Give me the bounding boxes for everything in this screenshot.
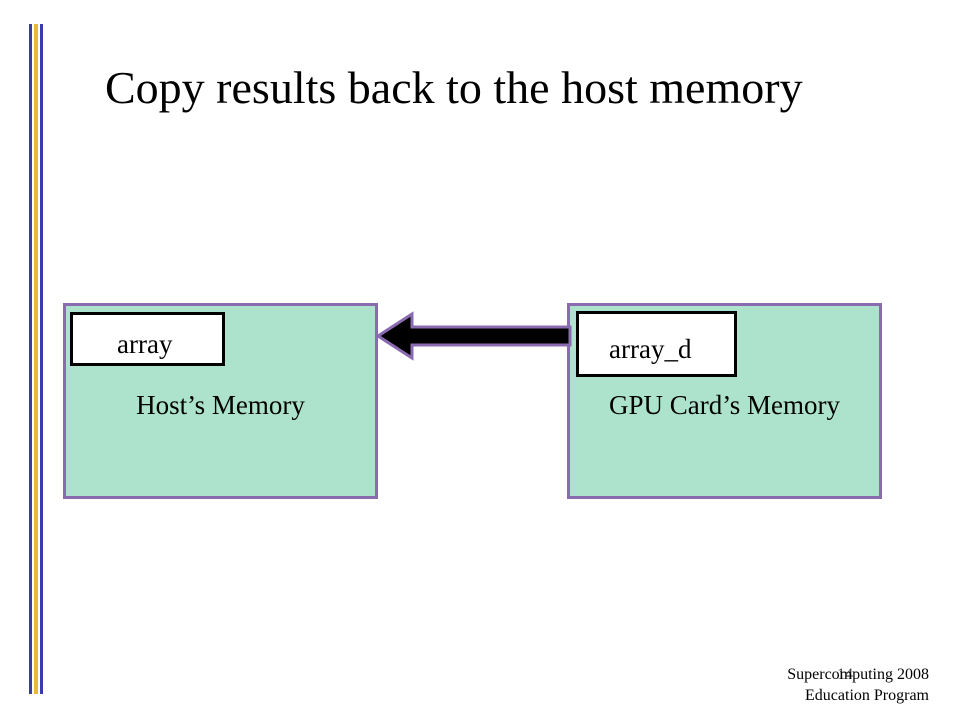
page-number: 14 <box>837 666 853 683</box>
slide-title: Copy results back to the host memory <box>105 62 803 113</box>
footer-line-program: Education Program <box>805 687 929 704</box>
host-array-variable: array <box>70 312 225 366</box>
arrow-shape <box>375 311 572 361</box>
host-memory-label: Host’s Memory <box>136 390 305 420</box>
left-stripe-blue <box>29 24 32 694</box>
copy-arrow <box>375 311 572 361</box>
gpu-memory-label: GPU Card’s Memory <box>609 390 840 420</box>
footer-line-conference: Supercomputing 2008 <box>787 666 929 683</box>
left-stripe-gold <box>34 24 38 694</box>
footer: Supercomputing 2008 Education Program <box>787 664 929 706</box>
gpu-array-variable: array_d <box>576 311 737 377</box>
left-stripe-blue-inner <box>40 24 43 694</box>
